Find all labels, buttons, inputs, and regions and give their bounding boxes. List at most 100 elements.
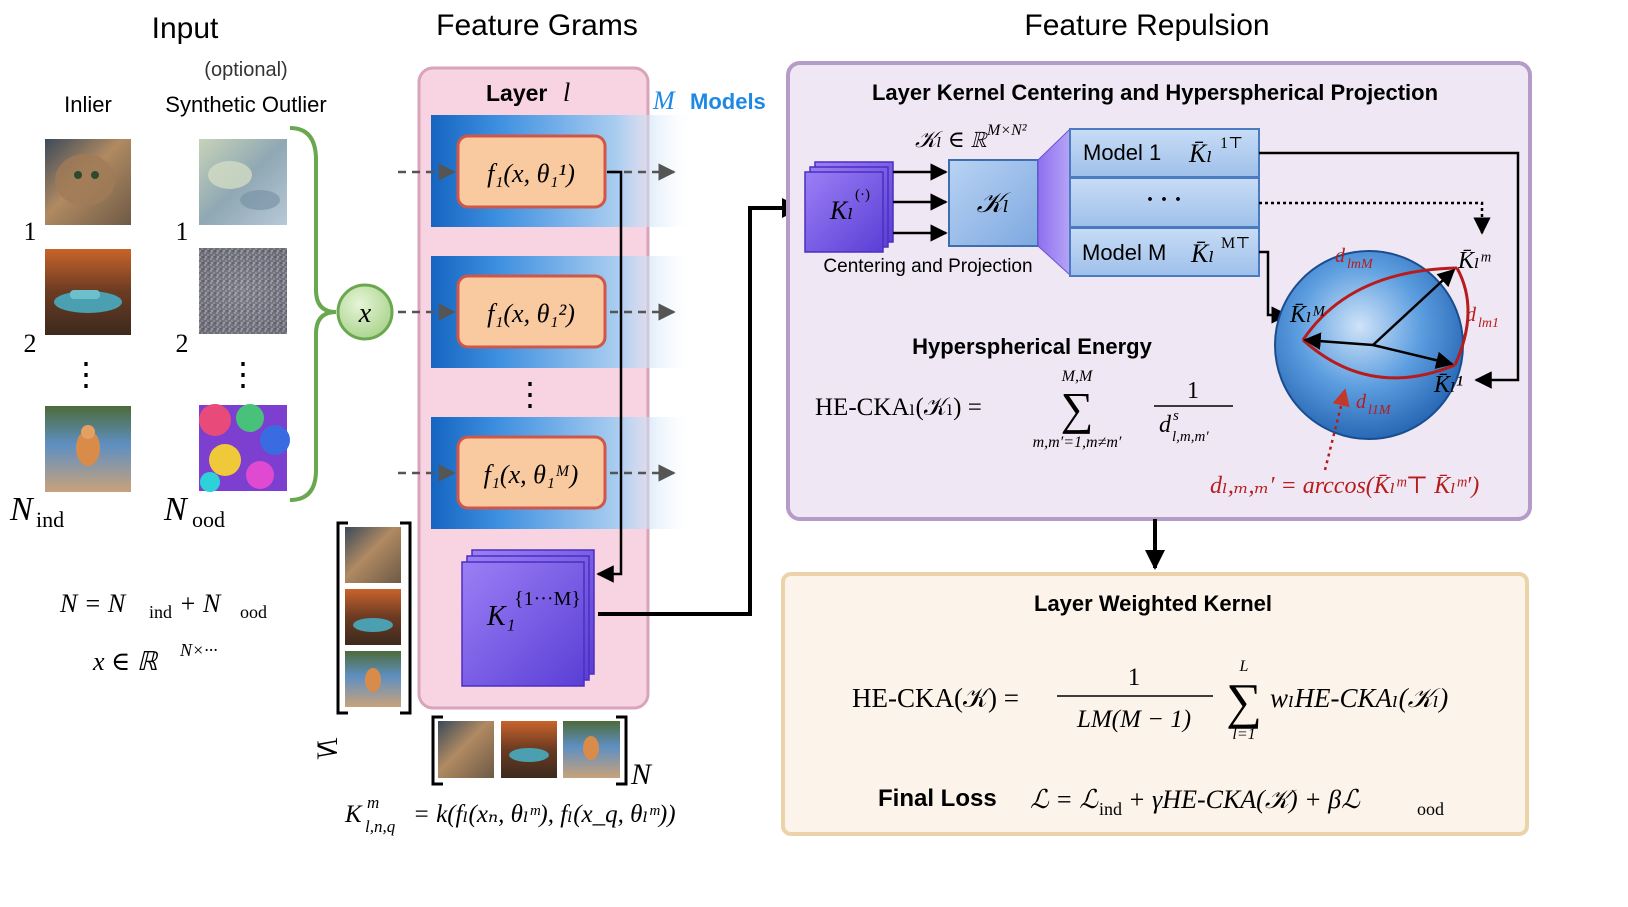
model-m-label: Model M K̄ₗ M⊤ (1082, 235, 1250, 268)
dlmM-sub: lmM (1347, 257, 1374, 272)
energy-numerator: 1 (1187, 378, 1199, 404)
sphere-label-k1: K̄ₗ¹ (1433, 372, 1463, 398)
models-var: M (652, 86, 676, 115)
dl1M-sub: l1M (1368, 403, 1392, 418)
input-brace (289, 126, 337, 502)
sphere-label-dlmM: d lmM (1335, 245, 1374, 272)
header-feature-repulsion: Feature Repulsion (1024, 9, 1269, 42)
outlier-index-2: 2 (176, 329, 189, 358)
weighted-sum-bottom: l=1 (1232, 726, 1255, 743)
kl-def-main: 𝒦ₗ ∈ ℝ (915, 127, 988, 152)
model-dots-to-sphere (1259, 201, 1491, 235)
model-m-to-sphere (1259, 250, 1289, 324)
energy-sigma: ∑ (1061, 383, 1094, 434)
gram-collect-line (596, 170, 623, 583)
model-m-kernel-sup: M⊤ (1221, 235, 1250, 252)
kernel-stack-sup: {1···M} (514, 588, 581, 610)
final-loss-sub2: ood (1417, 799, 1444, 819)
sphere-label-kM: K̄ₗᴹ (1289, 302, 1326, 328)
sphere-label-km: K̄ₗᵐ (1457, 248, 1491, 274)
energy-title: Hyperspherical Energy (912, 334, 1152, 359)
final-loss-label: Final Loss (878, 785, 997, 812)
kernel-input-sup: (·) (855, 187, 870, 203)
horizontal-image-bracket (431, 715, 628, 786)
f-box-m (456, 435, 607, 510)
weighted-sum-term: wₗHE-CKAₗ(𝒦ₗ) (1270, 683, 1448, 713)
inlier-dog-image (45, 406, 131, 492)
inlier-label: Inlier (64, 92, 112, 117)
n-ind-symbol: N (9, 491, 35, 528)
weighted-title: Layer Weighted Kernel (1034, 591, 1272, 616)
centering-label: Centering and Projection (823, 256, 1032, 277)
kernel-def-rhs: = k(fₗ(xₙ, θₗᵐ), fₗ(x_q, θₗᵐ)) (413, 801, 676, 828)
weighted-lhs: HE-CKA(𝒦) = (852, 683, 1019, 713)
n-eq-part2: + N (179, 589, 222, 618)
n-ood-subscript: ood (192, 507, 225, 532)
final-loss-eq: ℒ = ℒ (1030, 785, 1099, 814)
kl-set-definition: 𝒦ₗ ∈ ℝ M×N² (915, 122, 1028, 152)
energy-sum-bottom: m,m′=1,m≠m′ (1033, 434, 1122, 451)
f-box-2-label: f₁(x, θ₁²) (487, 299, 575, 328)
outlier-ellipsis: ⋮ (227, 356, 259, 392)
energy-lhs: HE-CKAₗ(𝒦ₗ) = (815, 394, 982, 421)
header-feature-grams: Feature Grams (436, 9, 638, 42)
kernel-input-main: Kₗ (829, 196, 854, 225)
layer-panel (417, 66, 650, 710)
n-ood-label: N ood (163, 491, 225, 532)
header-input: Input (152, 12, 219, 45)
layer-title: Layer l (486, 78, 570, 107)
weighted-panel (781, 572, 1529, 836)
n-ind-label: N ind (9, 491, 64, 532)
outlier-color-blob-image (199, 404, 290, 492)
dl1M-symbol: d (1356, 391, 1367, 413)
horizontal-n-label: N (630, 758, 653, 791)
model-1-box (1069, 128, 1260, 178)
arccos-definition: dₗ,ₘ,ₘ′ = arccos(K̄ₗᵐ⊤ K̄ₗᵐ′) (1210, 473, 1479, 499)
final-loss-mid: + γHE-CKA(𝒦) + βℒ (1128, 785, 1361, 814)
synthetic-outlier-label: Synthetic Outlier (165, 92, 326, 117)
energy-den-sub: l,m,m′ (1172, 429, 1209, 445)
final-loss: Final Loss ℒ = ℒ ind + γHE-CKA(𝒦) + βℒ o… (878, 785, 1444, 819)
layer-title-var: l (563, 78, 570, 107)
vertical-image-bracket (336, 521, 412, 715)
kl-box (948, 159, 1039, 247)
x-node-label: x (358, 298, 372, 329)
final-loss-sub1: ind (1099, 799, 1122, 819)
kernel-def-sup: m (367, 793, 379, 812)
kernel-def-sub: l,n,q (365, 817, 396, 836)
weighted-denominator: LM(M − 1) (1076, 706, 1191, 733)
repulsion-title: Layer Kernel Centering and Hyperspherica… (872, 80, 1438, 105)
x-eq-sup: N×··· (179, 640, 218, 660)
kernel-definition: K m l,n,q = k(fₗ(xₙ, θₗᵐ), fₗ(x_q, θₗᵐ)) (344, 793, 676, 836)
model-dots: · · · (1146, 187, 1182, 213)
sphere-vectors (1303, 268, 1456, 369)
outlier-noise-image (199, 248, 287, 334)
model-m-kernel: K̄ₗ (1190, 239, 1215, 268)
model-m-box (1069, 227, 1260, 277)
model-1-kernel-sup: 1⊤ (1220, 135, 1243, 152)
n-eq-sub2: ood (240, 602, 267, 622)
n-ind-subscript: ind (36, 507, 64, 532)
x-eq-main: x ∈ ℝ (92, 647, 159, 676)
energy-equation: HE-CKAₗ(𝒦ₗ) = M,M ∑ m,m′=1,m≠m′ 1 d s l,… (815, 368, 1233, 451)
inlier-index-1: 1 (24, 217, 37, 246)
weighted-equation: HE-CKA(𝒦) = 1 LM(M − 1) L ∑ l=1 wₗHE-CKA… (852, 658, 1448, 743)
kernel-input-label: Kₗ (·) (829, 187, 870, 225)
stack-to-repulsion-arrow (598, 198, 802, 616)
f-box-m-label: f₁(x, θ₁ᴹ) (484, 460, 579, 489)
energy-den: d (1159, 412, 1172, 438)
n-eq-sub1: ind (149, 602, 172, 622)
inlier-cat-image (45, 139, 131, 225)
kernel-stack-label: K₁ {1···M} (486, 588, 581, 632)
model-1-kernel: K̄ₗ (1188, 139, 1213, 168)
weighted-sigma: ∑ (1226, 673, 1262, 729)
n-equation: N = N ind + N ood (59, 589, 267, 622)
weighted-sum-top: L (1239, 658, 1249, 675)
vertical-n-label: N (311, 737, 344, 760)
dlmM-symbol: d (1335, 245, 1346, 267)
models-label: M Models (652, 86, 766, 115)
energy-den-sup: s (1173, 408, 1179, 424)
x-node (336, 283, 394, 341)
